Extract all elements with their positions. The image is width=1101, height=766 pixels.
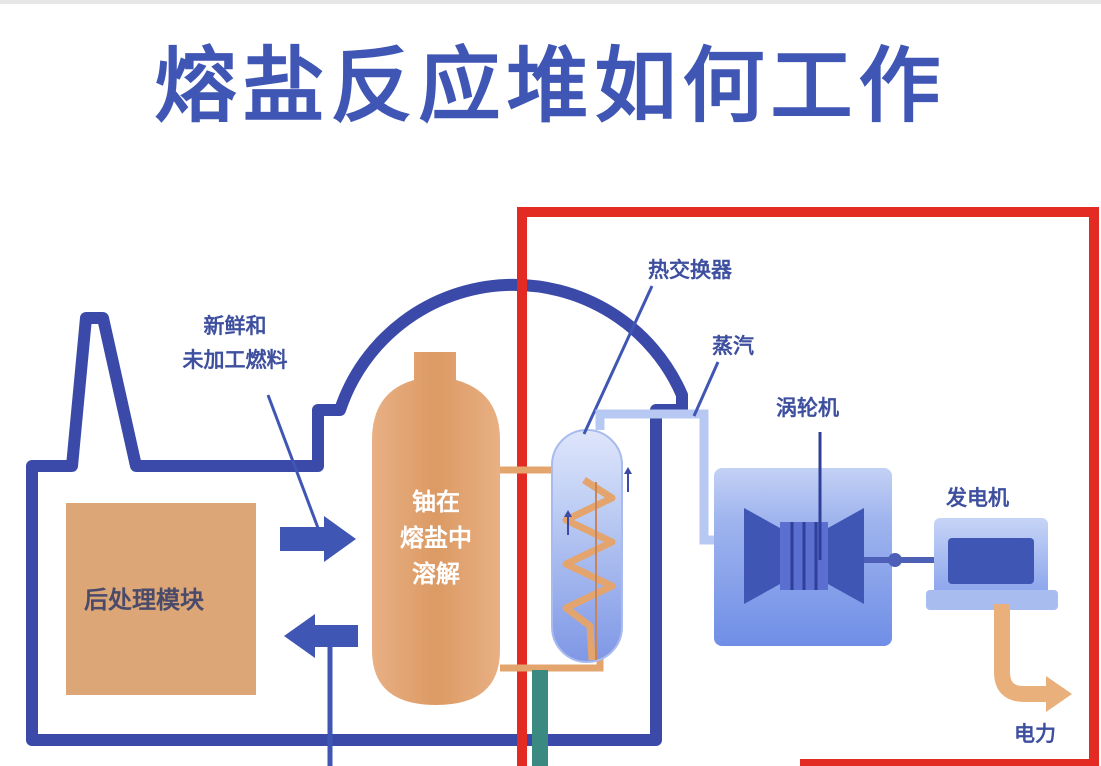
reactor-core-vessel <box>372 352 500 705</box>
page-title: 熔盐反应堆如何工作 <box>154 39 947 134</box>
drain-pipe <box>532 670 548 766</box>
post-processing-label: 后处理模块 <box>84 586 204 614</box>
waste-out-arrow <box>284 614 358 658</box>
generator-label: 发电机 <box>946 486 1009 510</box>
steam-pipe <box>595 409 720 545</box>
heat-exchanger-label: 热交换器 <box>648 258 732 282</box>
power-arrow <box>994 604 1048 702</box>
power-label: 电力 <box>1014 722 1056 746</box>
fresh-fuel-label-line2: 未加工燃料 <box>182 348 288 372</box>
top-bar <box>0 0 1101 4</box>
reactor-building <box>26 278 688 746</box>
turbine-blade-right <box>828 508 864 604</box>
generator-base <box>926 590 1058 610</box>
shaft-coupling <box>888 553 902 567</box>
heat-exchanger-pointer <box>582 285 654 435</box>
fresh-fuel-pointer <box>266 394 320 529</box>
turbine-blade-left <box>744 508 780 604</box>
fuel-in-arrow <box>280 516 356 562</box>
steam-pointer <box>692 361 720 417</box>
core-label-line2: 熔盐中 <box>400 524 472 552</box>
hx-up-arrowhead-left <box>564 510 572 517</box>
turbine-label: 涡轮机 <box>776 396 839 420</box>
power-arrowhead <box>1046 676 1072 712</box>
hx-up-arrowhead-right <box>624 467 632 474</box>
core-label-line1: 铀在 <box>412 488 460 516</box>
core-label-line3: 溶解 <box>412 560 460 588</box>
steam-label: 蒸汽 <box>712 334 754 358</box>
fresh-fuel-label-line1: 新鲜和 <box>203 314 267 338</box>
generator-core <box>948 538 1034 584</box>
highlight-box <box>517 207 1099 766</box>
post-processing-module <box>66 503 256 695</box>
